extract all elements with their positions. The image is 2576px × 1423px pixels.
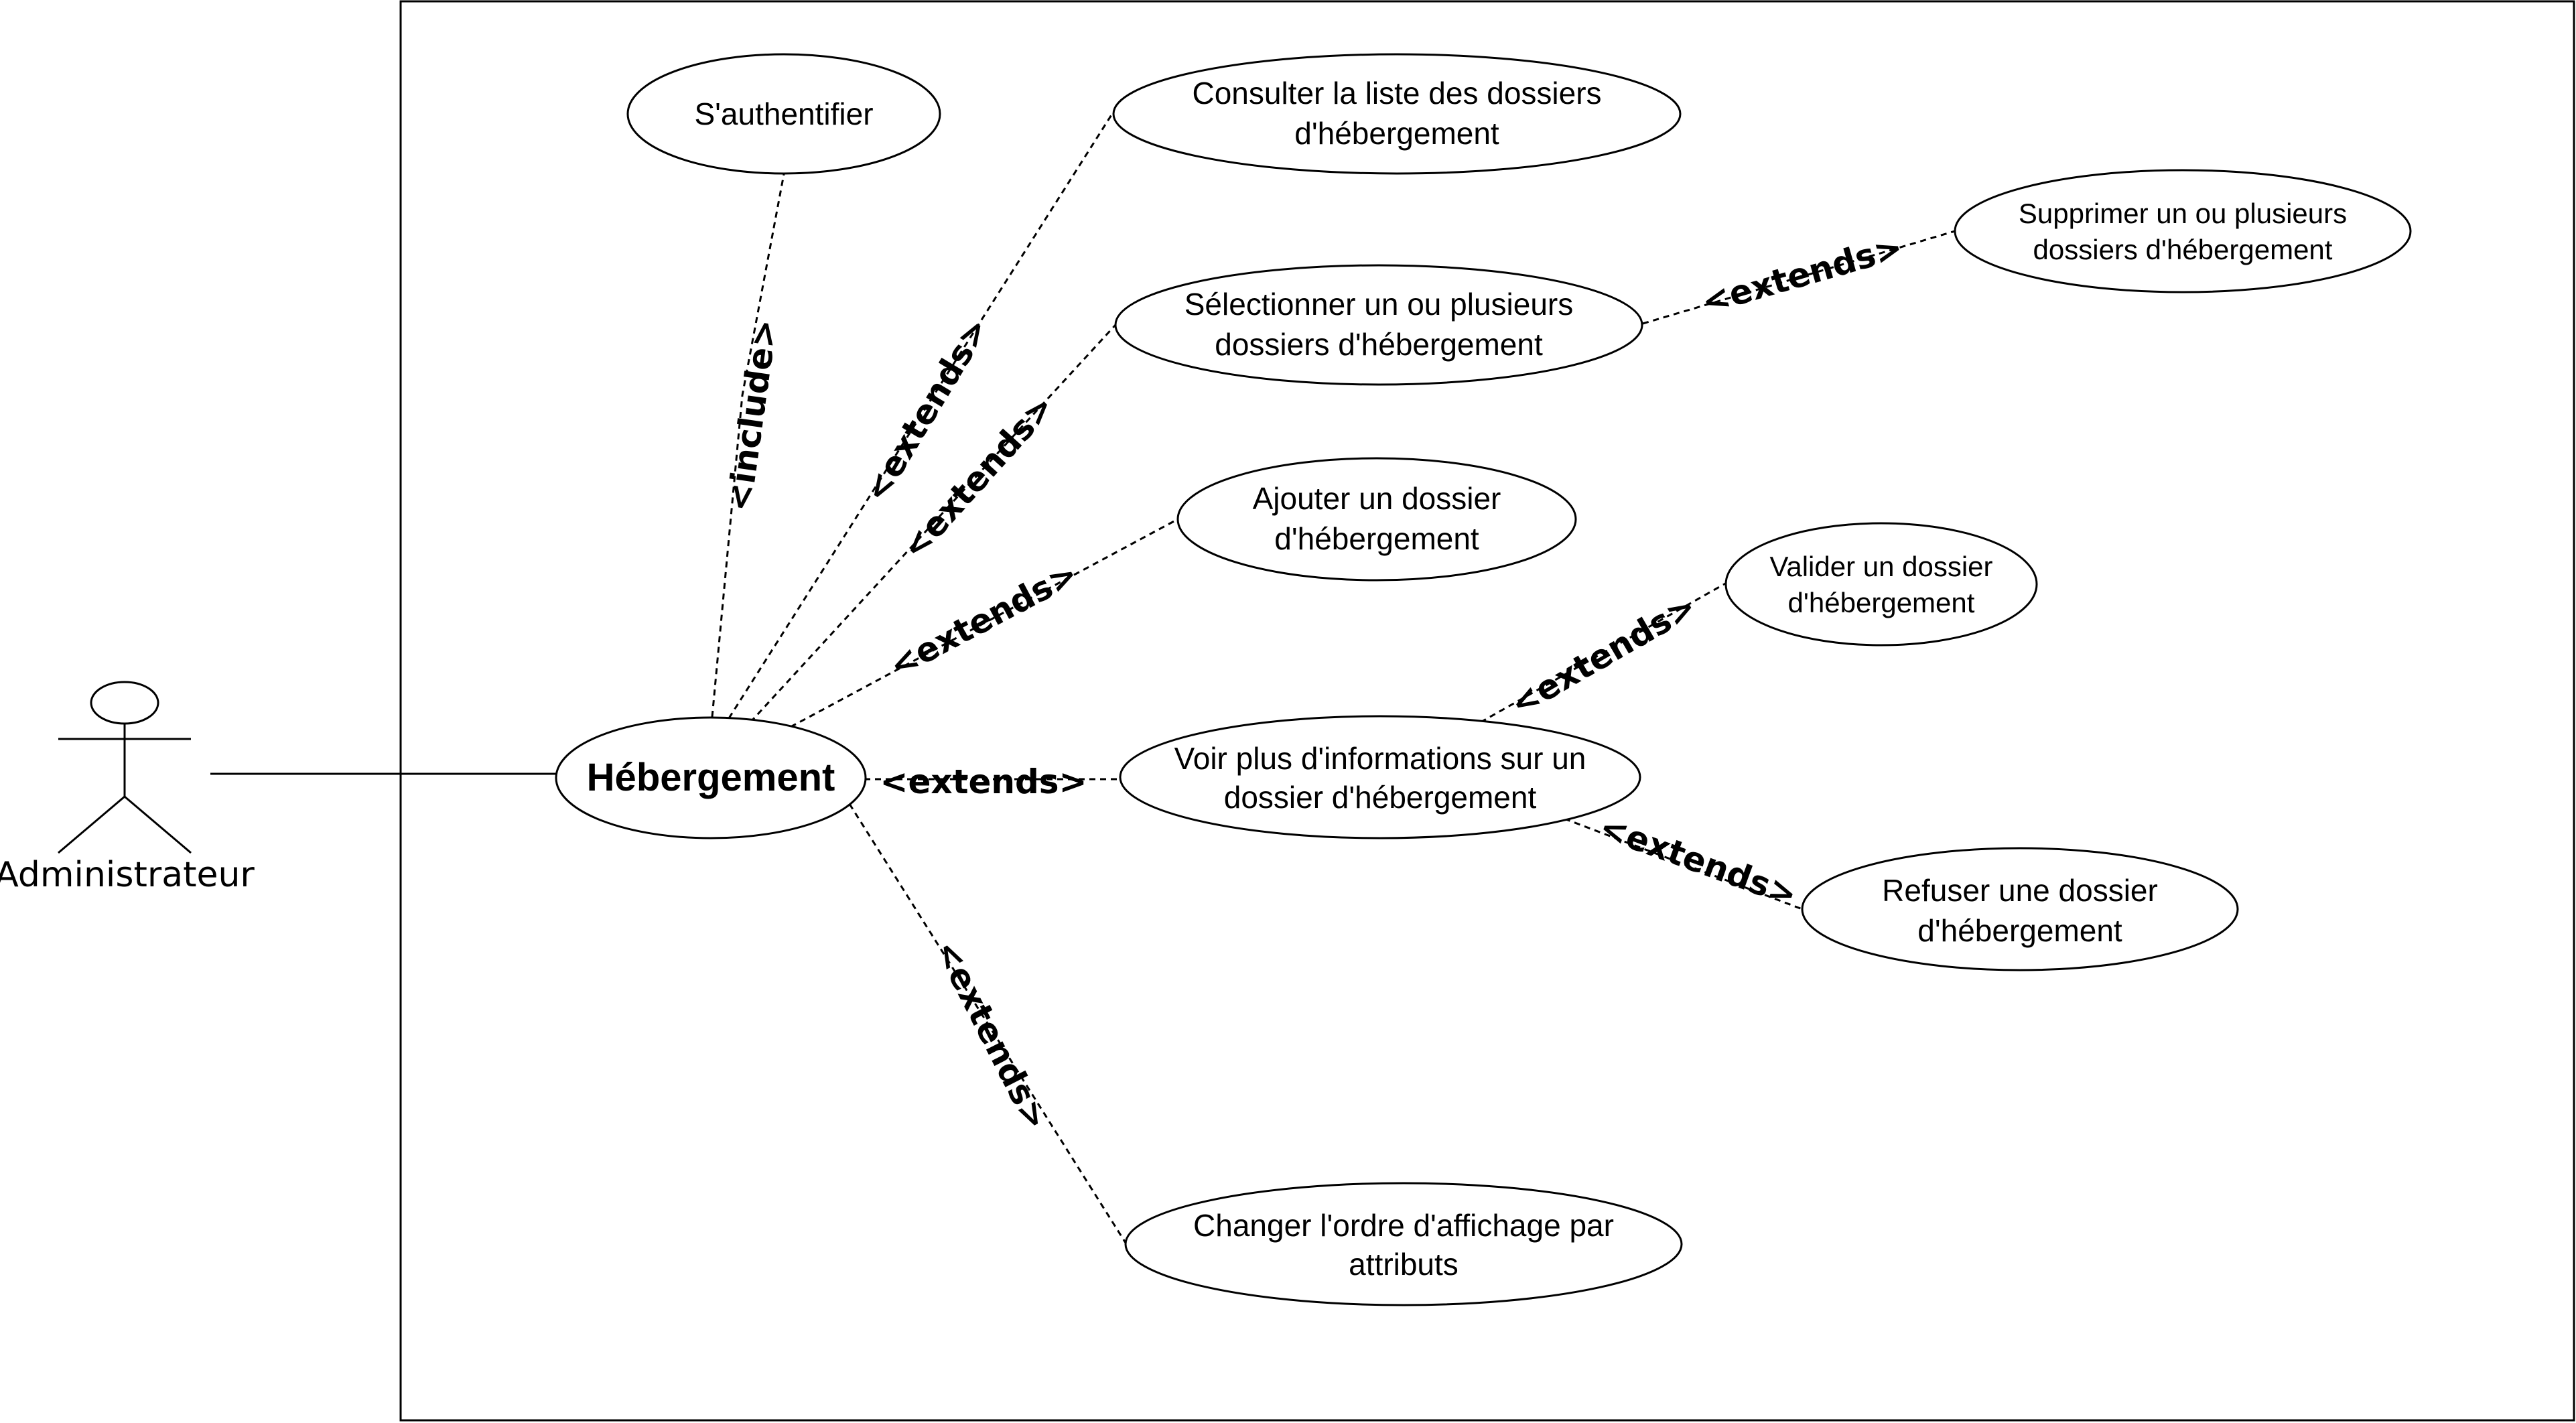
- extends-line-changer-ordre: [848, 803, 1127, 1243]
- use-case-supprimer[interactable]: Supprimer un ou plusieurs dossiers d'héb…: [1954, 169, 2412, 293]
- extends-line-consulter: [728, 113, 1113, 719]
- extends-line-selectionner: [749, 324, 1117, 724]
- main-use-case[interactable]: Hébergement: [555, 716, 867, 839]
- include-label: <include>: [720, 317, 785, 514]
- main-use-case-ellipse: [555, 716, 867, 839]
- use-case-label-line-1: Supprimer un ou plusieurs: [2019, 198, 2347, 229]
- use-case-authentifier[interactable]: S'authentifier: [626, 53, 941, 175]
- use-case-refuser[interactable]: Refuser une dossier d'hébergement: [1801, 847, 2239, 971]
- use-case-voir-plus[interactable]: Voir plus d'informations sur un dossier …: [1119, 715, 1641, 839]
- use-case-label-line-1: Refuser une dossier: [1882, 873, 2158, 908]
- use-case-label-line-1: Changer l'ordre d'affichage par: [1193, 1208, 1614, 1243]
- use-case-consulter[interactable]: Consulter la liste des dossiers d'héberg…: [1112, 53, 1682, 175]
- actor-left-leg: [58, 795, 125, 854]
- system-boundary: [399, 0, 2575, 1422]
- extends-line-valider: [1480, 582, 1727, 724]
- use-case-ellipse: [1119, 715, 1641, 839]
- use-case-label-line-2: d'hébergement: [1294, 116, 1499, 151]
- use-case-label-line-2: attributs: [1349, 1247, 1459, 1282]
- use-case-ellipse: [1954, 169, 2412, 293]
- use-case-label-line-2: d'hébergement: [1917, 913, 2122, 948]
- extends-label-voir-plus: <extends>: [880, 762, 1087, 801]
- extends-line-ajouter: [790, 518, 1178, 728]
- actor-right-leg: [124, 795, 192, 854]
- use-case-valider[interactable]: Valider un dossier d'hébergement: [1724, 522, 2038, 647]
- relation-lines: [711, 113, 1956, 1243]
- use-case-selectionner[interactable]: Sélectionner un ou plusieurs dossiers d'…: [1114, 264, 1643, 386]
- include-line-authentifier: [711, 174, 785, 718]
- use-case-ellipse: [1112, 53, 1682, 175]
- extends-line-supprimer: [1642, 230, 1956, 325]
- use-case-ellipse: [1114, 264, 1643, 386]
- use-case-label-line-1: S'authentifier: [694, 96, 873, 131]
- use-case-ellipse: [626, 53, 941, 175]
- use-case-label-line-2: d'hébergement: [1274, 521, 1479, 556]
- use-case-ellipse: [1124, 1182, 1683, 1306]
- use-case-ellipse: [1801, 847, 2239, 971]
- use-case-ellipse: [1724, 522, 2038, 647]
- use-case-changer-ordre[interactable]: Changer l'ordre d'affichage par attribut…: [1124, 1182, 1683, 1306]
- use-case-label-line-2: dossiers d'hébergement: [1215, 327, 1543, 362]
- use-case-label-line-1: Voir plus d'informations sur un: [1174, 741, 1586, 776]
- actor-administrateur[interactable]: Administrateur: [0, 681, 255, 895]
- use-case-label-line-2: dossiers d'hébergement: [2033, 234, 2333, 265]
- use-case-label-line-2: dossier d'hébergement: [1224, 780, 1537, 815]
- extends-label-refuser: <extends>: [1595, 807, 1802, 914]
- main-use-case-label: Hébergement: [587, 756, 835, 799]
- use-case-label-line-1: Sélectionner un ou plusieurs: [1184, 287, 1573, 322]
- actor-name: Administrateur: [0, 855, 255, 895]
- extends-label-supprimer: <extends>: [1698, 228, 1907, 322]
- extends-label-valider: <extends>: [1504, 587, 1703, 724]
- use-case-label-line-1: Ajouter un dossier: [1253, 481, 1501, 516]
- use-case-label-line-2: d'hébergement: [1788, 587, 1975, 618]
- extends-label-changer-ordre: <extends>: [927, 934, 1056, 1136]
- use-case-label-line-1: Valider un dossier: [1769, 551, 1992, 582]
- use-case-ellipse: [1176, 457, 1577, 582]
- use-case-ajouter[interactable]: Ajouter un dossier d'hébergement: [1176, 457, 1577, 582]
- actor-head: [90, 681, 159, 725]
- extends-label-ajouter: <extends>: [883, 554, 1084, 685]
- use-case-label-line-1: Consulter la liste des dossiers: [1192, 76, 1601, 111]
